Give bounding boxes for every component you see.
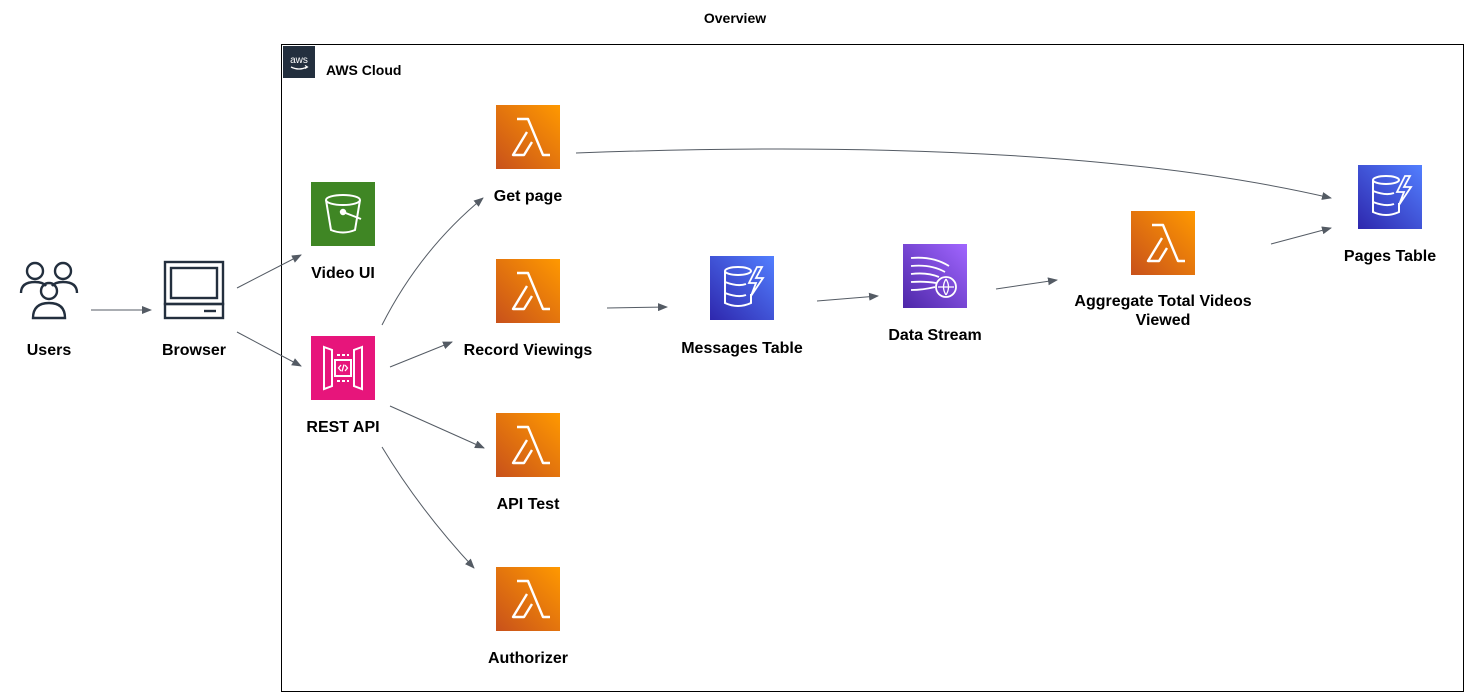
edge-messages-stream xyxy=(816,292,879,302)
authorizer-label: Authorizer xyxy=(488,650,568,667)
lambda-icon xyxy=(496,105,560,169)
edge-restapi-getpage xyxy=(381,197,484,326)
edge-restapi-apitest xyxy=(389,405,485,449)
api-gateway-icon xyxy=(311,336,375,400)
diagram-title: Overview xyxy=(703,10,767,26)
dynamodb-icon xyxy=(710,256,774,320)
edge-stream-aggregate xyxy=(995,277,1058,290)
kinesis-data-streams-icon xyxy=(903,244,967,308)
users-icon xyxy=(17,258,81,322)
lambda-icon xyxy=(1131,211,1195,275)
browser-label: Browser xyxy=(161,342,227,359)
messages-table-label: Messages Table xyxy=(681,340,803,357)
lambda-icon xyxy=(496,567,560,631)
lambda-icon xyxy=(496,413,560,477)
aggregate-label-line2: Viewed xyxy=(1135,312,1191,329)
edge-restapi-authorizer xyxy=(381,446,475,569)
aws-logo-icon: aws xyxy=(283,46,315,78)
api-test-label: API Test xyxy=(496,496,560,513)
edge-restapi-record xyxy=(389,341,453,368)
aggregate-label-line1: Aggregate Total Videos xyxy=(1074,293,1252,310)
lambda-icon xyxy=(496,259,560,323)
edge-aggregate-pagestable xyxy=(1270,226,1332,245)
edge-browser-restapi xyxy=(236,331,302,367)
aws-cloud-group xyxy=(281,44,1464,692)
s3-bucket-icon xyxy=(311,182,375,246)
desktop-client-icon xyxy=(162,258,226,322)
pages-table-label: Pages Table xyxy=(1343,248,1437,265)
users-label: Users xyxy=(26,342,72,359)
record-viewings-label: Record Viewings xyxy=(463,342,593,359)
get-page-label: Get page xyxy=(493,188,563,205)
edge-browser-videoui xyxy=(236,254,302,289)
aggregate-label: Aggregate Total Videos Viewed xyxy=(1043,292,1283,330)
video-ui-label: Video UI xyxy=(311,265,375,282)
aws-cloud-label: AWS Cloud xyxy=(326,62,402,78)
data-stream-label: Data Stream xyxy=(888,327,982,344)
rest-api-label: REST API xyxy=(306,419,380,436)
edge-record-messages xyxy=(606,303,668,312)
svg-text:aws: aws xyxy=(290,55,308,66)
edge-getpage-pagestable xyxy=(575,148,1332,200)
dynamodb-icon xyxy=(1358,165,1422,229)
